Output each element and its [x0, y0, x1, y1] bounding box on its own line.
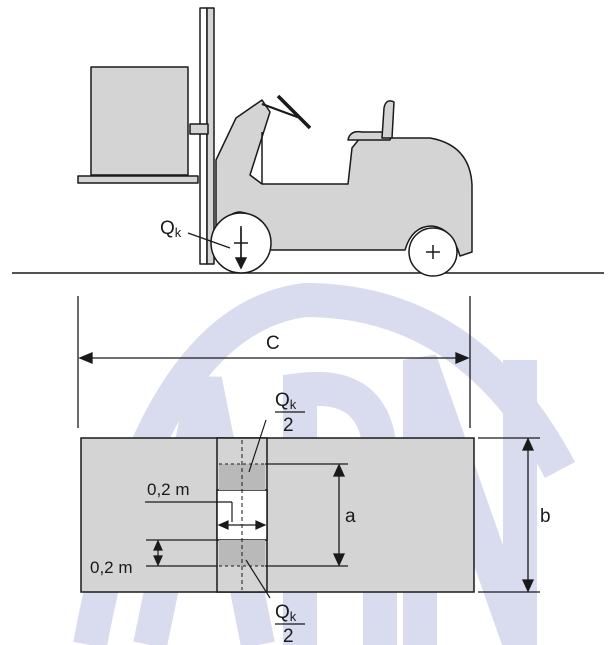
mast-outer: [199, 7, 208, 265]
svg-text:2: 2: [283, 626, 294, 645]
dimension-c-label: C: [266, 333, 280, 354]
axle-load-arrow: [187, 228, 248, 270]
dimension-b-label: b: [540, 506, 551, 527]
carriage: [189, 123, 209, 135]
wheel-width-label: 0,2 m: [147, 480, 190, 499]
half-load-top: Qk 2: [248, 390, 305, 473]
svg-text:Qk: Qk: [275, 602, 297, 624]
dimension-wheel-length: [146, 539, 217, 567]
half-load-bottom: Qk 2: [245, 559, 305, 645]
mast-inner: [206, 7, 215, 265]
footprint-rect: [80, 437, 475, 593]
steering-column: [261, 102, 301, 120]
dimension-b: [478, 437, 540, 593]
forklift-illustration: [77, 7, 473, 277]
wheel-length-label: 0,2 m: [90, 558, 133, 577]
forklift-body: [215, 99, 473, 257]
svg-text:Qk: Qk: [275, 390, 297, 412]
dimension-c: [77, 296, 471, 428]
fork: [77, 175, 199, 184]
svg-text:2: 2: [283, 415, 294, 436]
dimension-a-label: a: [345, 506, 356, 527]
dimension-wheel-width: [145, 501, 267, 530]
steering-wheel: [276, 94, 312, 130]
dimension-a: [265, 463, 348, 567]
contact-dashes: [219, 440, 265, 590]
load-box: [90, 66, 189, 176]
plan-view: [80, 437, 475, 593]
axle-load-label: Qk: [160, 218, 182, 240]
seat-back: [381, 100, 395, 139]
